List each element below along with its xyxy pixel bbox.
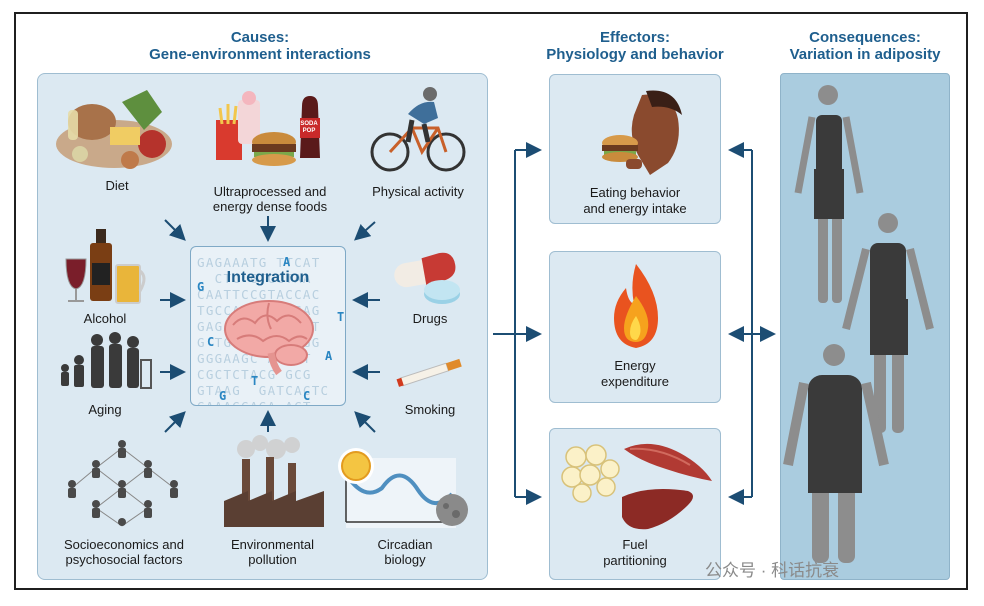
circadian-label: Circadian biology xyxy=(350,537,460,567)
aging-label: Aging xyxy=(88,402,122,417)
pollution-label-line2: pollution xyxy=(248,552,297,567)
energy-label-line1: Energy xyxy=(614,358,656,373)
fuel-partitioning-tile: Fuel partitioning xyxy=(549,428,721,580)
factory-pollution-icon xyxy=(224,435,324,527)
aging-figures-icon xyxy=(61,332,152,389)
consequences-header: Consequences: Variation in adiposity xyxy=(770,29,960,63)
integration-box: GAGAAATG TTCAT CTC GTGCTAA CAATTCCGTACCA… xyxy=(190,246,346,406)
dna-highlight-letter: C xyxy=(207,335,215,349)
energy-label-line2: expenditure xyxy=(601,374,669,389)
alcohol-label: Alcohol xyxy=(83,311,127,326)
eating-behavior-tile: Eating behavior and energy intake xyxy=(549,74,721,224)
fast-food-icon xyxy=(216,91,320,166)
diet-illustration-icon xyxy=(56,90,172,169)
dna-highlight-letter: A xyxy=(283,255,291,269)
integration-title: Integration xyxy=(226,269,310,286)
dna-highlight-letter: C xyxy=(303,389,311,403)
soda-label-line1: SODA xyxy=(300,121,318,127)
ultraprocessed-label-line1: Ultraprocessed and xyxy=(213,184,327,199)
circadian-arrow xyxy=(354,411,376,433)
slim-figure xyxy=(794,85,864,303)
cyclist-icon xyxy=(370,87,466,172)
fuel-label-line2: partitioning xyxy=(603,553,667,568)
consequences-header-line1: Consequences: xyxy=(809,29,921,46)
dna-highlight-letter: G xyxy=(197,280,205,294)
consequences-panel xyxy=(780,73,950,580)
pollution-label-line1: Environmental xyxy=(230,537,315,552)
liver-icon xyxy=(622,489,693,530)
social-network-icon xyxy=(68,440,178,527)
causes-header: Causes: Gene-environment interactions xyxy=(90,29,430,63)
soda-label-line2: POP xyxy=(302,128,316,134)
socioeconomics-label-line1: Socioeconomics and xyxy=(64,537,184,552)
causes-header-line2: Gene-environment interactions xyxy=(149,46,371,63)
pill-icon xyxy=(394,252,460,304)
dna-highlight-letter: G xyxy=(219,389,227,403)
energy-label: Energy expenditure xyxy=(550,358,720,390)
dna-highlight-letter: A xyxy=(325,349,333,363)
pollution-label: Environmental pollution xyxy=(200,537,345,567)
ultraprocessed-label: Ultraprocessed and energy dense foods xyxy=(190,184,350,214)
flame-icon xyxy=(614,264,658,348)
smoking-label: Smoking xyxy=(404,402,456,417)
medium-figure xyxy=(842,213,934,433)
diet-arrow xyxy=(164,219,186,241)
eating-burger-icon xyxy=(602,90,682,175)
effectors-header-line1: Effectors: xyxy=(599,29,670,46)
circadian-label-line2: biology xyxy=(384,552,426,567)
ultraprocessed-label-line2: energy dense foods xyxy=(212,199,328,214)
muscle-icon xyxy=(624,443,712,481)
activity-arrow xyxy=(354,221,376,241)
watermark: 公众号 · 科话抗衰 xyxy=(705,561,840,580)
body-figures-icon xyxy=(783,85,934,563)
eating-label-line2: and energy intake xyxy=(583,201,687,216)
drugs-label: Drugs xyxy=(412,311,448,326)
socioeconomics-label-line2: psychosocial factors xyxy=(65,552,183,567)
circadian-icon xyxy=(338,448,468,528)
alcohol-icon xyxy=(65,229,146,304)
brain-icon xyxy=(224,300,314,376)
figure-frame xyxy=(14,12,968,590)
physical-activity-label: Physical activity xyxy=(372,184,464,199)
socioeconomics-label: Socioeconomics and psychosocial factors xyxy=(44,537,204,567)
cigarette-icon xyxy=(396,358,462,387)
socioeconomics-arrow xyxy=(164,411,186,433)
eating-label: Eating behavior and energy intake xyxy=(550,185,720,217)
consequences-header-line2: Variation in adiposity xyxy=(789,46,941,63)
fuel-label: Fuel partitioning xyxy=(550,537,720,569)
dna-highlight-letter: T xyxy=(337,310,345,324)
circadian-label-line1: Circadian xyxy=(377,537,433,552)
fuel-label-line1: Fuel xyxy=(622,537,648,552)
eating-label-line1: Eating behavior xyxy=(589,185,681,200)
heavy-figure xyxy=(783,344,889,563)
diet-label: Diet xyxy=(105,178,129,193)
fat-cells-icon xyxy=(561,444,620,503)
soda-label: SODA POP xyxy=(297,121,321,135)
effectors-header: Effectors: Physiology and behavior xyxy=(520,29,750,63)
energy-expenditure-tile: Energy expenditure xyxy=(549,251,721,403)
dna-highlight-letter: T xyxy=(251,374,259,388)
effectors-header-line2: Physiology and behavior xyxy=(546,46,724,63)
causes-header-line1: Causes: xyxy=(230,29,290,46)
